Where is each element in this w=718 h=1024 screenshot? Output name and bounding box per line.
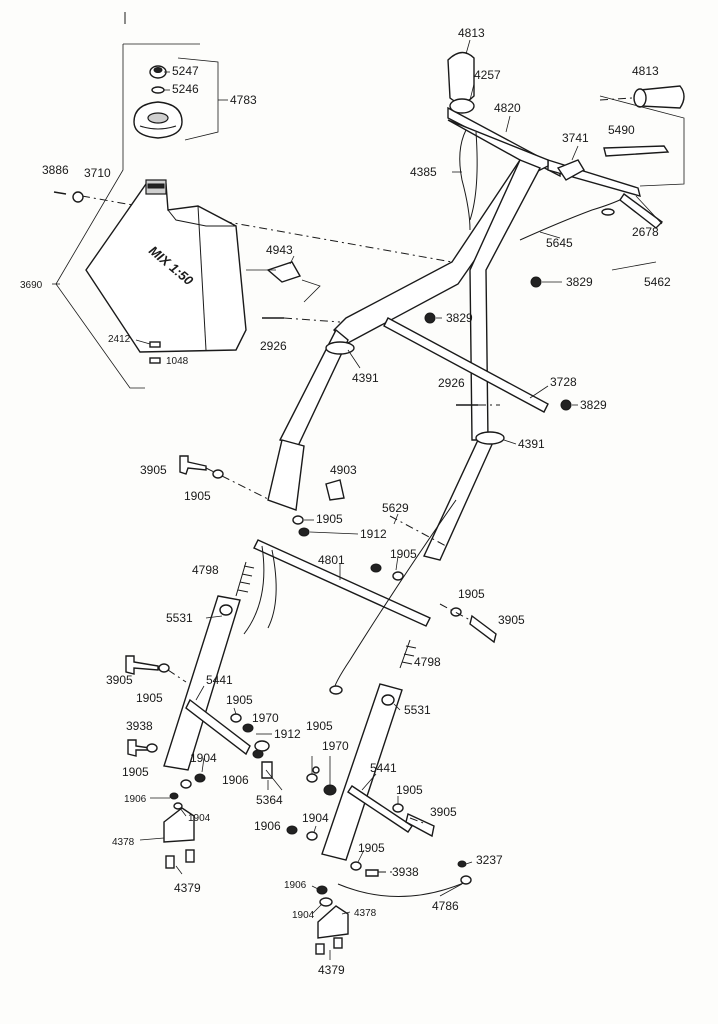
label-3829: 3829 (580, 398, 607, 412)
label-4385: 4385 (410, 165, 437, 179)
label-1904: 1904 (292, 910, 315, 921)
label-4943: 4943 (266, 243, 293, 257)
label-1905: 1905 (396, 783, 423, 797)
label-3829: 3829 (446, 311, 473, 325)
label-1905: 1905 (184, 489, 211, 503)
label-5364: 5364 (256, 793, 283, 807)
label-4813: 4813 (632, 64, 659, 78)
tank-screws (135, 339, 161, 364)
label-3905: 3905 (140, 463, 167, 477)
label-1905: 1905 (226, 693, 253, 707)
part-labels: 4813 4813 4257 4820 5247 5246 4783 3886 … (20, 26, 671, 977)
label-1905: 1905 (390, 547, 417, 561)
label-3690: 3690 (20, 280, 43, 291)
label-4379: 4379 (318, 963, 345, 977)
hardware (179, 261, 572, 695)
label-3938: 3938 (126, 719, 153, 733)
label-5441: 5441 (206, 673, 233, 687)
screw-3886 (53, 191, 67, 195)
label-3710: 3710 (84, 166, 111, 180)
label-4798: 4798 (414, 655, 441, 669)
label-3829: 3829 (566, 275, 593, 289)
label-4820: 4820 (494, 101, 521, 115)
label-2678: 2678 (632, 225, 659, 239)
label-3905: 3905 (430, 805, 457, 819)
label-5531: 5531 (166, 611, 193, 625)
label-1905: 1905 (458, 587, 485, 601)
label-4786: 4786 (432, 899, 459, 913)
lower-left-bracket (125, 595, 273, 869)
label-4798: 4798 (192, 563, 219, 577)
label-5441: 5441 (370, 761, 397, 775)
label-3886: 3886 (42, 163, 69, 177)
label-1912: 1912 (274, 727, 301, 741)
label-1906: 1906 (284, 880, 307, 891)
label-4391: 4391 (518, 437, 545, 451)
label-1970: 1970 (252, 711, 279, 725)
label-1906: 1906 (222, 773, 249, 787)
label-5490: 5490 (608, 123, 635, 137)
label-5462: 5462 (644, 275, 671, 289)
label-1904: 1904 (190, 751, 217, 765)
label-1905: 1905 (358, 841, 385, 855)
tank-cap (133, 101, 183, 139)
washer-3710 (72, 191, 84, 203)
label-4903: 4903 (330, 463, 357, 477)
cap-nut-5247 (149, 65, 167, 79)
label-4378: 4378 (112, 837, 135, 848)
washer-5246 (151, 86, 165, 94)
label-4801: 4801 (318, 553, 345, 567)
label-2926: 2926 (260, 339, 287, 353)
label-3741: 3741 (562, 131, 589, 145)
label-5247: 5247 (172, 64, 199, 78)
label-4391: 4391 (352, 371, 379, 385)
leader-lines (139, 71, 579, 960)
label-2926: 2926 (438, 376, 465, 390)
handlebar (267, 39, 685, 561)
fuel-tank: MIX 1:50 (85, 179, 247, 353)
label-1905: 1905 (122, 765, 149, 779)
label-3905: 3905 (498, 613, 525, 627)
fuel-tank-group: MIX 1:50 (52, 43, 453, 389)
label-1905: 1905 (316, 512, 343, 526)
label-2412: 2412 (108, 334, 131, 345)
label-5246: 5246 (172, 82, 199, 96)
label-3905: 3905 (106, 673, 133, 687)
label-1906: 1906 (254, 819, 281, 833)
grip-4813-detail (599, 85, 685, 109)
label-4378: 4378 (354, 908, 377, 919)
label-4813: 4813 (458, 26, 485, 40)
label-1905: 1905 (306, 719, 333, 733)
lever-5490 (603, 145, 670, 157)
label-5645: 5645 (546, 236, 573, 250)
label-1912: 1912 (360, 527, 387, 541)
label-5629: 5629 (382, 501, 409, 515)
label-3938: 3938 (392, 865, 419, 879)
label-4257: 4257 (474, 68, 501, 82)
lower-right-bracket (286, 683, 472, 955)
label-1906: 1906 (124, 794, 147, 805)
label-3237: 3237 (476, 853, 503, 867)
label-1048: 1048 (166, 356, 189, 367)
label-5531: 5531 (404, 703, 431, 717)
label-1905: 1905 (136, 691, 163, 705)
label-1904: 1904 (188, 813, 211, 824)
label-4379: 4379 (174, 881, 201, 895)
label-1904: 1904 (302, 811, 329, 825)
label-3728: 3728 (550, 375, 577, 389)
label-1970: 1970 (322, 739, 349, 753)
label-4783: 4783 (230, 93, 257, 107)
